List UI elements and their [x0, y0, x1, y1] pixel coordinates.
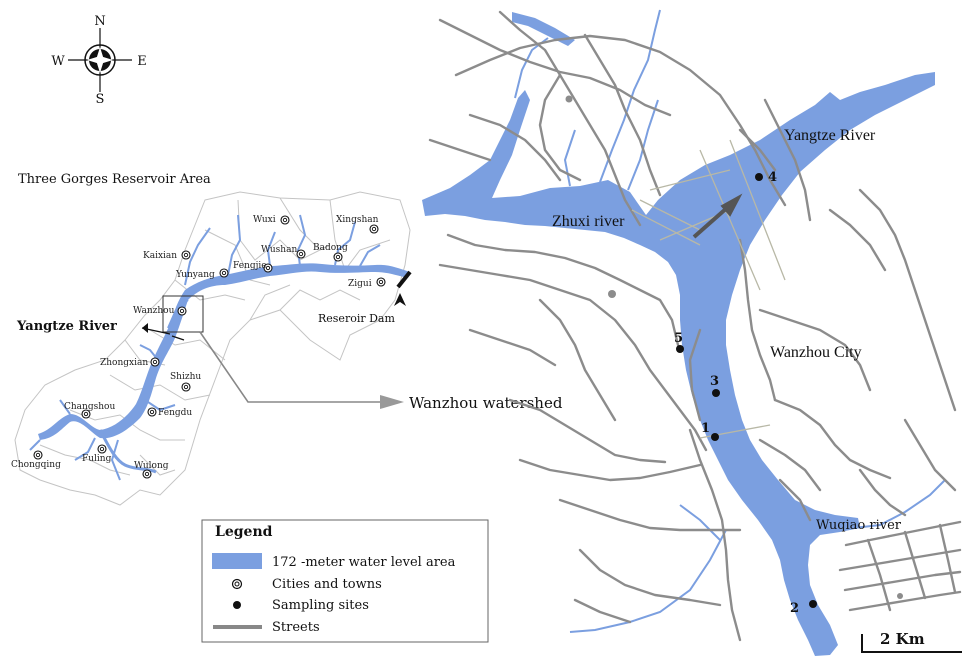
legend-town-label: Cities and towns [272, 577, 382, 592]
town-changshou: Changshou [64, 402, 115, 419]
sampling-site-4: 4 [755, 170, 777, 185]
sampling-site-label: 4 [768, 170, 777, 185]
town-wulong: Wulong [134, 461, 169, 479]
sampling-sites: 1 2 3 4 5 [674, 170, 817, 616]
inset-river-label: Yangtze River [16, 319, 117, 334]
town-label: Yunyang [175, 270, 215, 280]
town-label: Wuxi [253, 215, 276, 225]
watershed-pointer-arrow [380, 395, 404, 409]
flow-direction-arrow [692, 193, 743, 239]
street-junction [565, 95, 573, 103]
detail-streets [428, 10, 962, 642]
watershed-pointer-line [199, 331, 380, 403]
town-label: Badong [313, 243, 348, 253]
detail-water-bodies [422, 12, 935, 656]
sampling-site-3: 3 [710, 374, 720, 397]
town-zigui: Zigui [348, 277, 386, 289]
legend-street-label: Streets [272, 620, 320, 635]
scale-bar: 2 Km [861, 630, 962, 653]
sampling-site-dot [755, 173, 763, 181]
sampling-site-label: 2 [790, 601, 799, 616]
wanzhou-city-label: Wanzhou City [770, 344, 862, 361]
town-label: Wanzhou [133, 306, 175, 316]
compass-rose: N S E W [51, 14, 146, 107]
wuqiao-river-label: Wuqiao river [816, 518, 902, 533]
sampling-site-dot [712, 389, 720, 397]
scale-label: 2 Km [880, 630, 925, 648]
sampling-site-label: 5 [674, 331, 683, 346]
town-wushan: Wushan [261, 245, 306, 259]
compass-west: W [51, 54, 65, 69]
town-zhongxian: Zhongxian [100, 357, 160, 368]
town-label: Changshou [64, 402, 115, 412]
legend: Legend 172 -meter water level area Citie… [201, 519, 489, 643]
dam-label: Reseroir Dam [318, 312, 395, 325]
sampling-site-dot [711, 433, 719, 441]
town-chongqing: Chongqing [11, 450, 61, 470]
sampling-site-label: 1 [701, 421, 710, 436]
legend-site-label: Sampling sites [272, 598, 369, 613]
town-wuxi: Wuxi [253, 215, 290, 225]
town-label: Wushan [261, 245, 297, 255]
sampling-site-2: 2 [790, 600, 817, 616]
compass-south: S [96, 92, 105, 107]
street-junction [608, 290, 616, 298]
sampling-site-label: 3 [710, 374, 719, 389]
town-fengjie: Fengjie [233, 261, 273, 273]
town-wanzhou: Wanzhou [133, 306, 187, 316]
town-fengdu: Fengdu [147, 407, 192, 418]
town-label: Fengjie [233, 261, 267, 271]
town-label: Zigui [348, 279, 372, 289]
sampling-site-1: 1 [701, 421, 719, 441]
town-label: Fengdu [158, 408, 192, 418]
detail-bridges [631, 139, 786, 439]
town-yunyang: Yunyang [175, 268, 229, 280]
dam-marker [394, 270, 412, 306]
town-kaixian: Kaixian [143, 250, 191, 261]
watershed-box [162, 295, 204, 333]
compass-east: E [137, 54, 147, 69]
town-label: Xingshan [336, 215, 379, 225]
town-label: Shizhu [170, 372, 201, 382]
town-label: Wulong [134, 461, 169, 471]
town-label: Chongqing [11, 460, 61, 470]
town-badong: Badong [313, 243, 348, 262]
region-title: Three Gorges Reservoir Area [18, 172, 211, 187]
town-label: Fuling [82, 454, 112, 464]
town-shizhu: Shizhu [170, 372, 201, 392]
legend-box [201, 519, 489, 643]
sampling-site-5: 5 [674, 331, 684, 353]
legend-water-label: 172 -meter water level area [272, 555, 456, 570]
zhuxi-river-label: Zhuxi river [552, 213, 625, 230]
sampling-site-dot [809, 600, 817, 608]
sampling-site-dot [676, 345, 684, 353]
town-xingshan: Xingshan [336, 215, 379, 234]
street-junction [897, 593, 903, 599]
town-label: Zhongxian [100, 358, 148, 368]
legend-water-swatch [212, 553, 262, 569]
compass-north: N [94, 14, 105, 29]
legend-title: Legend [215, 524, 273, 540]
town-label: Kaixian [143, 251, 177, 261]
main-river-label: Yangtze River [784, 127, 876, 144]
town-fuling: Fuling [82, 444, 112, 464]
watershed-label: Wanzhou watershed [409, 394, 563, 412]
